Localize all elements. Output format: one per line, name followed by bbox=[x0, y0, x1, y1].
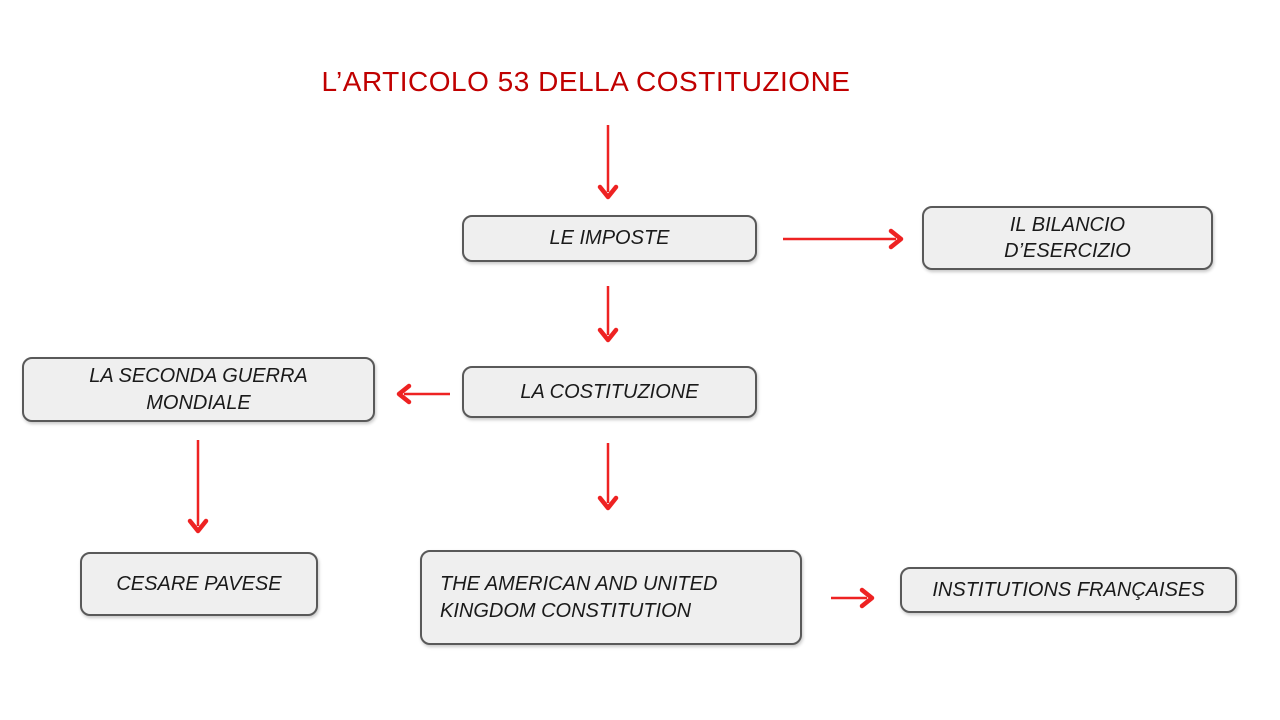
node-le-imposte-label: LE IMPOSTE bbox=[549, 227, 670, 250]
arrow-la-costituzione-to-american-uk bbox=[597, 443, 619, 511]
node-la-seconda-guerra-mondiale: LA SECONDA GUERRA MONDIALE bbox=[22, 357, 375, 422]
node-american-uk-constitution-label: THE AMERICAN AND UNITED KINGDOM CONSTITU… bbox=[440, 573, 718, 622]
arrow-le-imposte-to-il-bilancio bbox=[783, 228, 904, 250]
node-american-uk-constitution: THE AMERICAN AND UNITED KINGDOM CONSTITU… bbox=[420, 550, 802, 645]
node-le-imposte: LE IMPOSTE bbox=[462, 215, 757, 262]
diagram-title: L’ARTICOLO 53 DELLA COSTITUZIONE bbox=[321, 66, 851, 97]
node-la-costituzione-label: LA COSTITUZIONE bbox=[520, 380, 699, 403]
node-cesare-pavese-label: CESARE PAVESE bbox=[116, 572, 282, 595]
node-la-seconda-guerra-mondiale-label: LA SECONDA GUERRA MONDIALE bbox=[89, 365, 308, 414]
arrow-le-imposte-to-la-costituzione bbox=[597, 286, 619, 343]
node-il-bilancio-desercizio-label: IL BILANCIO D’ESERCIZIO bbox=[1004, 213, 1131, 262]
arrow-seconda-guerra-to-cesare-pavese bbox=[187, 440, 209, 534]
node-institutions-francaises-label: INSTITUTIONS FRANÇAISES bbox=[932, 578, 1205, 601]
node-institutions-francaises: INSTITUTIONS FRANÇAISES bbox=[900, 567, 1237, 613]
node-cesare-pavese: CESARE PAVESE bbox=[80, 552, 318, 616]
node-la-costituzione: LA COSTITUZIONE bbox=[462, 366, 757, 418]
arrow-la-costituzione-to-seconda-guerra bbox=[396, 383, 450, 405]
node-il-bilancio-desercizio: IL BILANCIO D’ESERCIZIO bbox=[922, 206, 1213, 270]
arrow-american-uk-to-institutions bbox=[831, 587, 875, 609]
arrow-title-to-le-imposte bbox=[597, 125, 619, 200]
